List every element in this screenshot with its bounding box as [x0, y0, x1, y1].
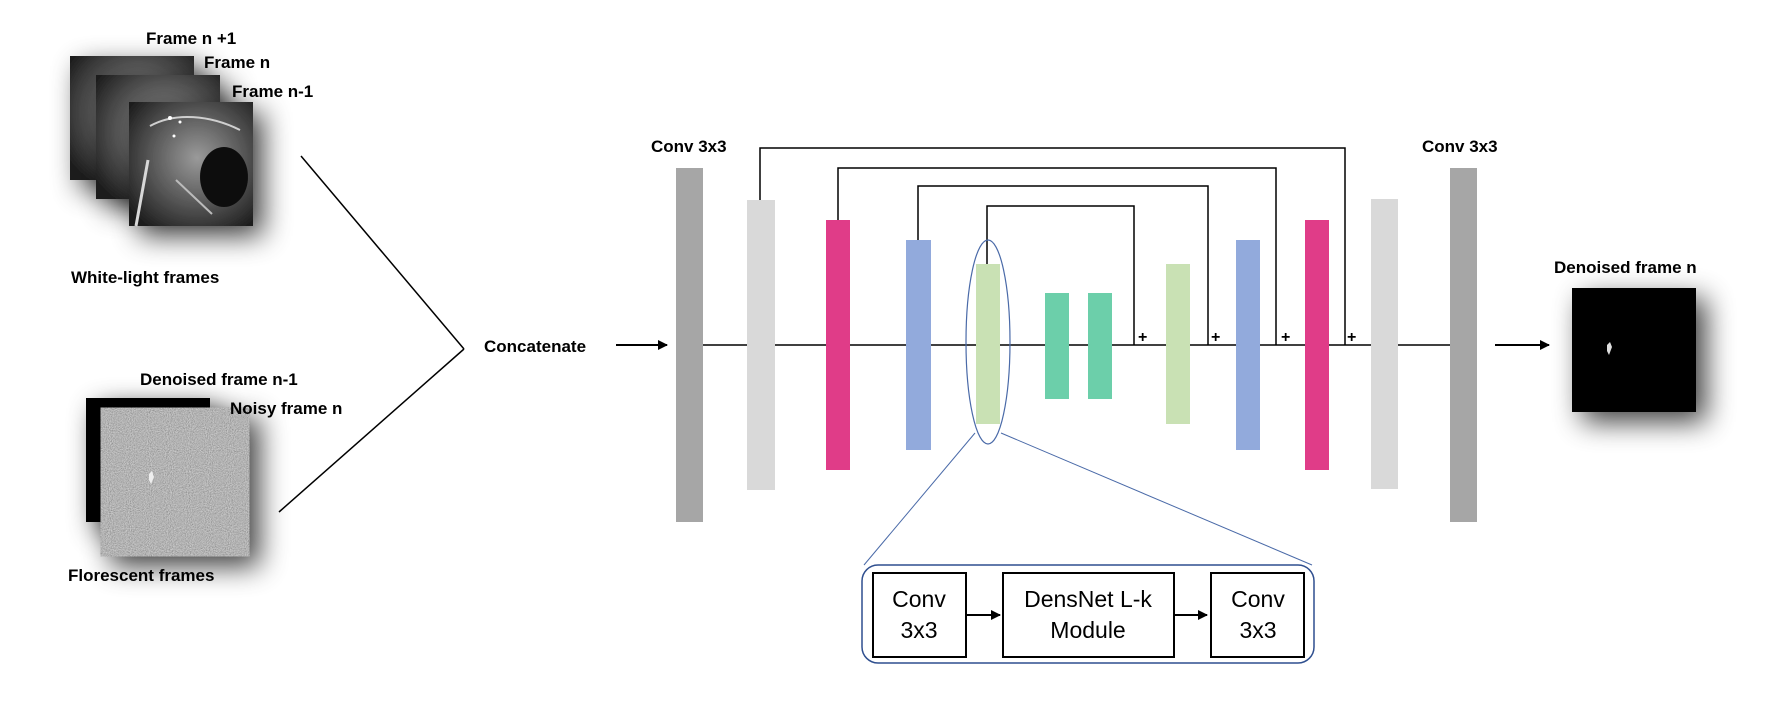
florescent-frames-label: Florescent frames	[68, 566, 214, 585]
skip-connection-4	[986, 205, 1135, 345]
conv-out-layer	[1450, 168, 1477, 522]
bottleneck-block-2	[1088, 293, 1112, 399]
conv-in-label: Conv 3x3	[651, 137, 727, 156]
skip-add-plus-4: +	[1138, 329, 1147, 346]
skip-add-plus-1: +	[1347, 329, 1356, 346]
highlight-ellipse	[965, 239, 1011, 445]
zoom-line-right	[1000, 432, 1313, 566]
detail-densenet-box	[1002, 572, 1175, 658]
skip-add-plus-3: +	[1211, 329, 1220, 346]
frame-n-plus-1-label: Frame n +1	[146, 29, 236, 48]
skip-connection-3	[917, 185, 1209, 345]
fluorescent-frame-stack: Denoised frame n-1 Noisy frame n Floresc…	[68, 370, 342, 585]
decoder-block-1	[1371, 199, 1398, 489]
conv-out-label: Conv 3x3	[1422, 137, 1498, 156]
fluorescent-merge-line	[278, 348, 465, 513]
zoom-line-left	[863, 432, 976, 566]
detail-conv-b-line2: 3x3	[1239, 617, 1276, 643]
skip-connection-1	[759, 147, 1346, 345]
denoised-frame-n-label: Denoised frame n	[1554, 258, 1697, 277]
white-light-frames-label: White-light frames	[71, 268, 219, 287]
decoder-block-4	[1166, 264, 1190, 424]
frame-n-label: Frame n	[204, 53, 270, 72]
densenet-detail-panel: Conv 3x3 DensNet L-k Module Conv 3x3	[861, 564, 1315, 664]
denoised-frame-n-image	[1572, 288, 1696, 412]
encoder-block-4	[976, 264, 1000, 424]
bottleneck-block-1	[1045, 293, 1069, 399]
encoder-block-2	[826, 220, 850, 470]
detail-densenet-line1: DensNet L-k	[1024, 586, 1152, 612]
frame-n-minus-1-label: Frame n-1	[232, 82, 313, 101]
decoder-block-2	[1305, 220, 1329, 470]
detail-conv-b-box	[1210, 572, 1305, 658]
skip-add-plus-2: +	[1281, 329, 1290, 346]
unet: + + + + Conv 3x3 Conv 3x3	[651, 137, 1498, 566]
denoised-frame-n-minus-1-label: Denoised frame n-1	[140, 370, 298, 389]
encoder-block-3	[906, 240, 931, 450]
decoder-block-3	[1236, 240, 1260, 450]
encoder-block-1	[747, 200, 775, 490]
frame-n-minus-1-image	[129, 102, 253, 227]
skip-connection-2	[837, 167, 1277, 345]
noisy-frame-n-label: Noisy frame n	[230, 399, 342, 418]
concatenate-label: Concatenate	[484, 337, 586, 356]
white-light-merge-line	[300, 155, 465, 350]
detail-densenet-line2: Module	[1050, 617, 1125, 643]
conv-in-layer	[676, 168, 703, 522]
white-light-frame-stack: Frame n +1 Frame n Frame n-1 White-light…	[70, 29, 313, 287]
noisy-frame-n-image	[113, 420, 237, 544]
detail-conv-a-line2: 3x3	[900, 617, 937, 643]
detail-conv-b-line1: Conv	[1231, 586, 1285, 612]
detail-conv-a-line1: Conv	[892, 586, 946, 612]
